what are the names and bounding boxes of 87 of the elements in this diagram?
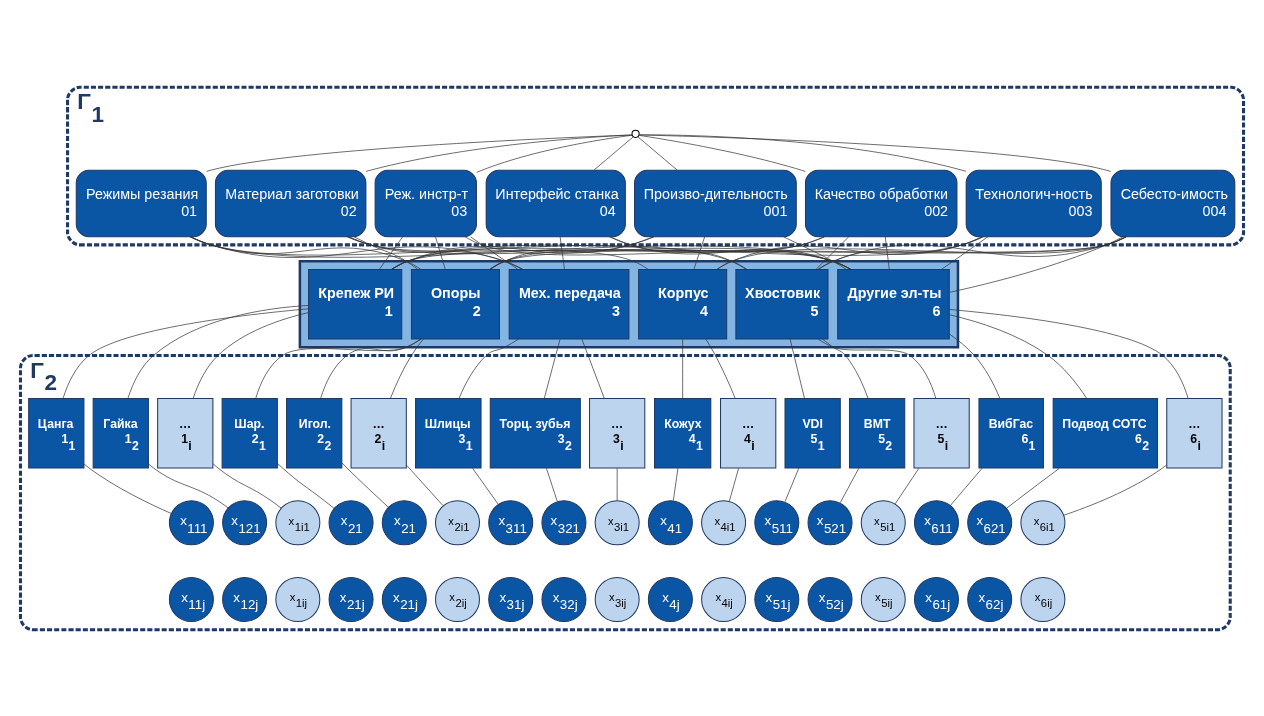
connector: [458, 338, 519, 399]
connector: [815, 235, 850, 269]
connector: [212, 462, 282, 508]
connector: [83, 463, 172, 514]
connector: [949, 333, 1001, 399]
connector: [638, 134, 806, 172]
node-box: Интерфейс станка 04: [485, 169, 626, 237]
connector: [127, 304, 309, 399]
connector: [817, 338, 937, 399]
connector: [206, 134, 633, 172]
connector: [490, 235, 654, 270]
connector: [716, 236, 983, 270]
node-box: Материал заготовки 02: [214, 169, 367, 237]
node-box: Произво-дительность 001: [634, 169, 797, 237]
connector: [346, 235, 852, 270]
connector: [391, 235, 984, 270]
connector: [192, 311, 309, 398]
connector: [190, 235, 524, 270]
node-box: Крепеж РИ 1: [308, 268, 403, 340]
node-circle: [631, 129, 640, 138]
connector: [949, 308, 1189, 399]
node-box: Опоры 2: [410, 268, 500, 340]
connector: [391, 235, 655, 270]
connector: [638, 133, 967, 172]
node-box: Режимы резания 01: [75, 169, 207, 237]
connector: [341, 462, 389, 508]
connector: [470, 235, 519, 270]
connector: [379, 235, 403, 269]
connector: [391, 236, 825, 270]
connector: [637, 135, 678, 170]
node-box: Корпус 4: [638, 268, 728, 340]
connector: [435, 235, 446, 269]
connector: [406, 464, 444, 506]
connector: [489, 235, 825, 270]
connector: [464, 236, 852, 270]
connector: [941, 235, 989, 269]
connector: [817, 235, 1127, 270]
connector: [729, 467, 739, 502]
connector: [189, 235, 748, 270]
connector: [347, 235, 649, 270]
connector: [839, 467, 860, 503]
connector: [277, 462, 335, 509]
connector: [608, 235, 851, 270]
connector: [62, 307, 309, 399]
node-box: Себесто-имость 004: [1110, 169, 1236, 237]
connector: [546, 467, 558, 502]
connector: [189, 235, 852, 270]
connector: [716, 236, 1127, 270]
connector: [693, 235, 706, 269]
connector: [784, 467, 800, 502]
connector: [783, 236, 847, 270]
connector: [472, 467, 499, 505]
connector: [682, 338, 683, 398]
connector: [1006, 467, 1060, 509]
connector: [476, 134, 633, 173]
connector: [148, 463, 229, 508]
connector: [365, 134, 633, 172]
connector: [390, 338, 424, 399]
node-box: Хвостовик 5: [735, 268, 829, 340]
connector: [559, 235, 565, 269]
connector: [949, 313, 1087, 398]
node-box: Другие эл-ты 6: [837, 268, 950, 340]
node-box: Технологич-ность 003: [965, 169, 1102, 237]
connector: [884, 235, 890, 269]
connector: [638, 134, 1112, 172]
connector: [544, 338, 561, 398]
node-box: Мех. передача 3: [508, 268, 630, 340]
connector: [894, 467, 920, 504]
connector: [348, 236, 523, 270]
connector: [610, 236, 747, 270]
connector: [593, 135, 634, 170]
cluster: [298, 259, 960, 348]
connector: [320, 338, 421, 399]
connector: [789, 338, 805, 398]
connector: [616, 467, 618, 501]
connector: [949, 236, 1124, 293]
connector: [1063, 464, 1167, 516]
connector: [353, 236, 419, 270]
connector: [581, 338, 605, 398]
connector: [705, 338, 736, 399]
node-box: Качество обработки 002: [804, 169, 958, 237]
connector: [190, 235, 422, 270]
connector: [950, 467, 983, 506]
connector: [255, 338, 422, 399]
connector: [672, 467, 679, 501]
connector: [822, 338, 869, 398]
node-box: Реж. инстр-т 03: [374, 169, 477, 237]
